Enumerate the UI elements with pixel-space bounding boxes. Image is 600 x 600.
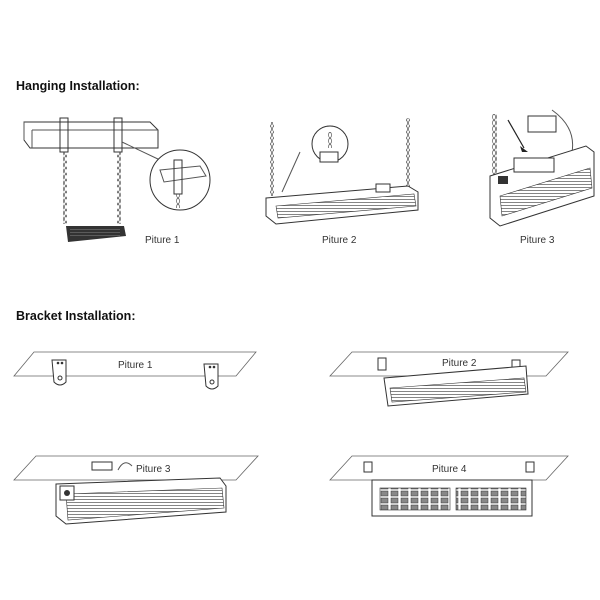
hanging-step-2-label: Piture 2 bbox=[322, 235, 357, 246]
bracket-step-4-illustration: Piture 4 bbox=[329, 455, 569, 517]
bracket-step-2-illustration: Piture 2 bbox=[329, 351, 569, 407]
hanging-step-1-illustration: Piture 1 bbox=[23, 117, 211, 246]
hanging-step-3-illustration: Piture 3 bbox=[489, 109, 595, 246]
hanging-installation-title: Hanging Installation: bbox=[16, 79, 140, 93]
hanging-step-3-label: Piture 3 bbox=[520, 235, 555, 246]
bracket-installation-title: Bracket Installation: bbox=[16, 309, 136, 323]
hanging-step-2-illustration: Piture 2 bbox=[265, 118, 419, 246]
bracket-step-1-label: Piture 1 bbox=[118, 360, 153, 371]
bracket-step-2-label: Piture 2 bbox=[442, 358, 477, 369]
bracket-step-1-illustration: Piture 1 bbox=[13, 351, 257, 390]
bracket-step-3-label: Piture 3 bbox=[136, 464, 171, 475]
bracket-step-3-illustration: Piture 3 bbox=[13, 455, 259, 525]
hanging-step-1-label: Piture 1 bbox=[145, 235, 180, 246]
bracket-step-4-label: Piture 4 bbox=[432, 464, 467, 475]
